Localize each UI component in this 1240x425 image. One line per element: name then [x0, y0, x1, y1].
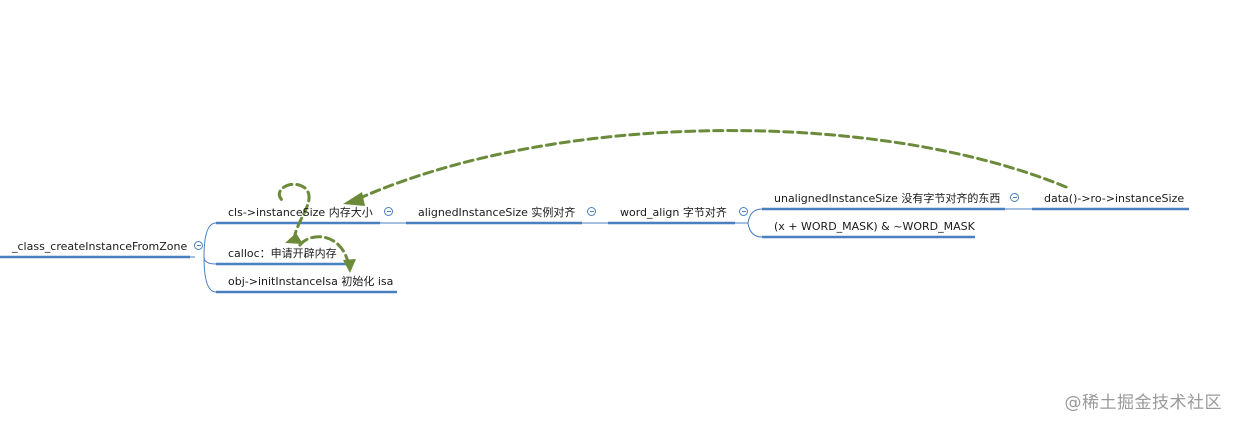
- arrowhead-calloc: [285, 233, 303, 244]
- arrow-calloc-to-init: [298, 235, 350, 264]
- collapse-toggle-root[interactable]: [194, 241, 203, 250]
- node-aligned-instance-size[interactable]: alignedInstanceSize 实例对齐: [418, 206, 576, 219]
- node-cls-instance-size[interactable]: cls->instanceSize 内存大小: [228, 206, 373, 219]
- root-to-calloc: [203, 256, 217, 265]
- collapse-toggle-cls[interactable]: [384, 207, 393, 216]
- collapse-toggle-unaligned[interactable]: [1010, 193, 1019, 202]
- arrowhead-cls: [343, 192, 365, 206]
- watermark: @稀土掘金技术社区: [1064, 393, 1222, 413]
- collapse-toggle-word-align[interactable]: [739, 207, 748, 216]
- arrow-data-to-cls: [358, 129, 1068, 200]
- word-to-unaligned: [735, 208, 763, 224]
- node-root[interactable]: _class_createInstanceFromZone: [12, 240, 188, 253]
- root-to-cls: [203, 222, 217, 258]
- word-to-mask: [747, 222, 763, 238]
- node-unaligned-instance-size[interactable]: unalignedInstanceSize 没有字节对齐的东西: [774, 192, 1001, 205]
- arrowhead-init: [343, 259, 356, 273]
- collapse-toggle-aligned[interactable]: [587, 207, 596, 216]
- node-calloc[interactable]: calloc：申请开辟内存: [228, 247, 337, 260]
- node-word-mask-expr[interactable]: (x + WORD_MASK) & ~WORD_MASK: [774, 220, 975, 233]
- node-data-ro-instance-size[interactable]: data()->ro->instanceSize: [1044, 192, 1185, 205]
- node-word-align[interactable]: word_align 字节对齐: [620, 206, 727, 219]
- arrow-loop-to-calloc: [278, 182, 311, 242]
- root-to-init: [203, 256, 217, 293]
- node-init-isa[interactable]: obj->initInstanceIsa 初始化 isa: [228, 275, 394, 288]
